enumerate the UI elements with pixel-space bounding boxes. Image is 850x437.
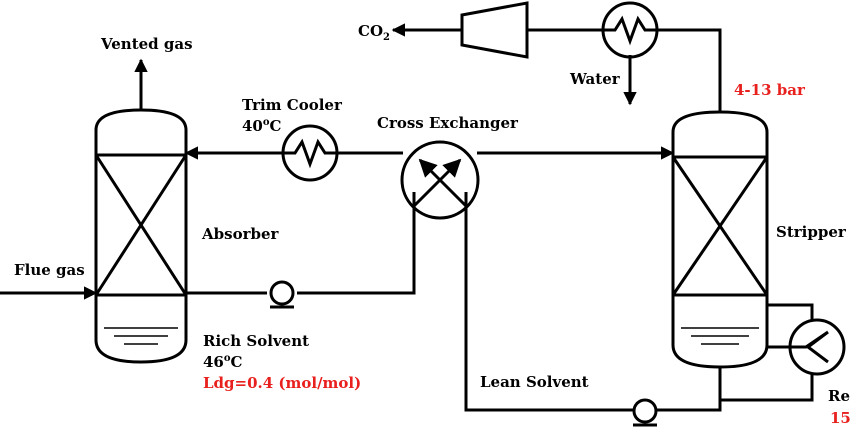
stripper-column[interactable] (671, 110, 769, 369)
compressor-icon[interactable] (460, 1, 529, 59)
trim-cooler-label: Trim Cooler (242, 96, 343, 114)
rich-pump-icon[interactable] (269, 280, 295, 309)
reboiler-icon[interactable] (788, 318, 846, 376)
cross-exchanger-label: Cross Exchanger (377, 114, 519, 132)
trim-cooler-temp: 40oC (242, 117, 282, 135)
pressure-label: 4-13 bar (734, 81, 806, 99)
lean-solvent-label: Lean Solvent (480, 373, 589, 391)
reboiler-label: Re (828, 387, 850, 405)
reboiler-value: 15 (830, 409, 850, 427)
reboiler-loop-line (720, 303, 814, 402)
rich-solvent-label: Rich Solvent (203, 332, 309, 350)
vented-gas-label: Vented gas (100, 35, 193, 53)
absorber-column[interactable] (94, 108, 188, 364)
absorber-label: Absorber (201, 225, 280, 243)
cross-exchanger-icon[interactable] (400, 140, 480, 220)
stripper-label: Stripper (776, 223, 847, 241)
rich-solvent-line (186, 192, 416, 295)
trim-cooler-icon[interactable] (281, 124, 339, 182)
condenser-icon[interactable] (601, 1, 659, 59)
flue-gas-label: Flue gas (14, 261, 85, 279)
lean-solvent-line (464, 192, 722, 412)
overhead-vapor-line (391, 23, 722, 112)
rich-solvent-temp: 46oC (203, 353, 243, 371)
co2-label: CO2 (358, 22, 390, 43)
loading-label: Ldg=0.4 (mol/mol) (203, 374, 361, 392)
water-label: Water (569, 70, 621, 88)
lean-pump-icon[interactable] (632, 398, 658, 427)
